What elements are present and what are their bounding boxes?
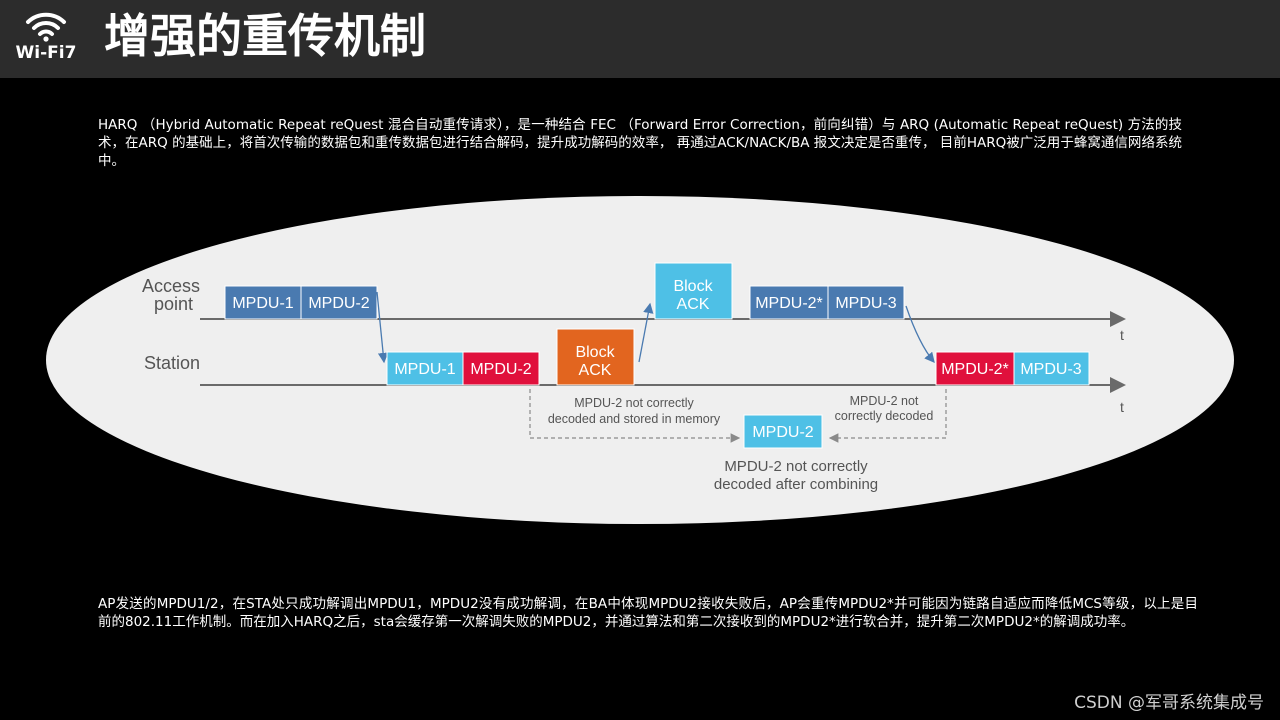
lane-label-station: Station	[144, 353, 200, 373]
sta-mpdu2-retx-label: MPDU-2*	[941, 361, 1009, 378]
watermark: CSDN @军哥系统集成号	[1074, 693, 1264, 713]
note-stored-1: MPDU-2 not correctly	[574, 396, 694, 410]
tx-arrow-1	[376, 291, 389, 364]
ap-mpdu2-retx-label: MPDU-2*	[755, 295, 823, 312]
page-title: 增强的重传机制	[104, 9, 426, 63]
ap-block-ack-frame	[654, 262, 733, 320]
time-label-sta: t	[1120, 399, 1124, 415]
header-bar: Wi-Fi7 增强的重传机制	[0, 0, 1280, 78]
sta-mpdu2-label: MPDU-2	[470, 361, 531, 378]
sta-block-ack-label-1: Block	[575, 344, 615, 361]
lane-label-point: point	[154, 294, 193, 314]
note-retx-2: correctly decoded	[835, 409, 934, 423]
sta-mpdu1-label: MPDU-1	[394, 361, 455, 378]
harq-diagram: Access point Station t t MPDU-1 MPDU-2 M…	[46, 196, 1234, 524]
sta-mpdu1-frame	[386, 351, 464, 386]
note-combined-2: decoded after combining	[714, 476, 878, 493]
wifi-icon	[26, 12, 66, 42]
note-retx-1: MPDU-2 not	[850, 394, 919, 408]
buffer-mpdu2-frame	[743, 414, 823, 449]
buffer-path-right	[828, 389, 947, 443]
time-label-ap: t	[1120, 327, 1124, 343]
lane-label-access: Access	[142, 276, 200, 296]
ap-mpdu1-frame	[224, 285, 302, 320]
ack-arrow	[638, 302, 654, 363]
note-stored-2: decoded and stored in memory	[548, 412, 721, 426]
sta-mpdu3-label: MPDU-3	[1020, 361, 1081, 378]
note-combined-1: MPDU-2 not correctly	[724, 458, 868, 475]
ap-mpdu2-retx-frame	[749, 285, 829, 320]
ap-mpdu2-label: MPDU-2	[308, 295, 369, 312]
sta-mpdu2-frame	[462, 351, 540, 386]
sta-block-ack-label-2: ACK	[579, 362, 612, 379]
ap-block-ack-label-1: Block	[673, 278, 713, 295]
ap-mpdu3-frame	[827, 285, 905, 320]
wifi7-logo: Wi-Fi7	[14, 10, 78, 66]
intro-paragraph: HARQ （Hybrid Automatic Repeat reQuest 混合…	[98, 117, 1182, 169]
ap-mpdu3-label: MPDU-3	[835, 295, 896, 312]
sta-block-ack-frame	[556, 328, 635, 386]
logo-text: Wi-Fi7	[15, 43, 77, 63]
ap-block-ack-label-2: ACK	[677, 296, 710, 313]
sta-mpdu3-frame	[1013, 351, 1090, 386]
summary-paragraph: AP发送的MPDU1/2，在STA处只成功解调出MPDU1，MPDU2没有成功解…	[98, 596, 1198, 630]
tx-arrow-2	[905, 305, 935, 363]
buffer-path-left	[529, 389, 741, 443]
buffer-mpdu2-label: MPDU-2	[752, 424, 813, 441]
ap-mpdu2-frame	[300, 285, 378, 320]
ap-mpdu1-label: MPDU-1	[232, 295, 293, 312]
